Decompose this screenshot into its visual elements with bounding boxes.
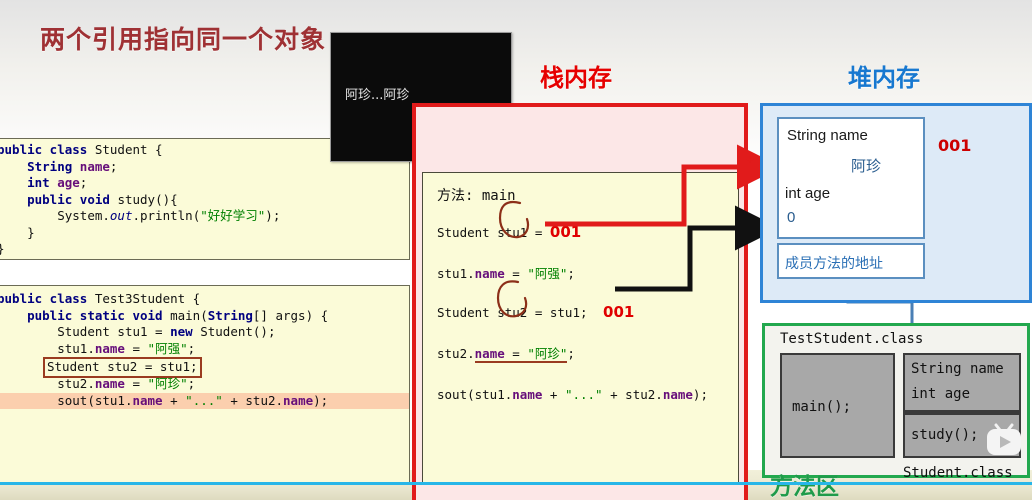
method-area-main-label: main(); xyxy=(792,399,852,415)
plus-marker: + xyxy=(746,152,754,167)
code-line: int age; xyxy=(27,175,88,190)
code-line: } xyxy=(0,241,409,258)
method-area-fields-cell: String name int age xyxy=(903,353,1021,413)
heap-memory-label: 堆内存 xyxy=(848,65,920,92)
method-area-field-name: String name xyxy=(911,361,1004,377)
heap-field-age-label: int age xyxy=(785,185,831,202)
heap-field-name-label: String name xyxy=(787,127,868,144)
stack-assign-stu2-name: stu2.name = "阿珍"; xyxy=(437,346,575,363)
heap-object-id: 001 xyxy=(938,136,972,155)
emphasis-box: Student stu2 = stu1; xyxy=(43,357,202,378)
method-area-study-label: study(); xyxy=(911,427,979,443)
string-literal: 阿强 xyxy=(155,340,181,356)
code-line: } xyxy=(27,224,35,240)
code-line: stu2.name = "阿珍"; xyxy=(57,376,196,391)
stack-frame-title: 方法: main xyxy=(437,188,516,204)
code-line: System.out.println("好好学习"); xyxy=(57,208,281,223)
code-line: public class Student { xyxy=(0,142,163,157)
code-panel-test-class: public class Test3Student { public stati… xyxy=(0,285,410,485)
heap-method-address-label: 成员方法的地址 xyxy=(785,255,883,271)
heap-field-name-value: 阿珍 xyxy=(851,158,882,175)
heap-object-box: String name 阿珍 int age 0 xyxy=(777,117,925,239)
bottom-divider xyxy=(0,482,1032,485)
heap-method-address-box: 成员方法的地址 xyxy=(777,243,925,279)
bilibili-play-icon xyxy=(987,423,1021,455)
console-output: 阿珍...阿珍 xyxy=(345,88,410,103)
method-area-field-age: int age xyxy=(911,386,971,402)
string-literal: 好好学习 xyxy=(207,208,258,223)
code-line: public class Test3Student { xyxy=(0,291,201,306)
stack-var-stu2-address: 001 xyxy=(603,303,635,321)
code-line: String name; xyxy=(27,158,118,174)
stack-assign-stu1-name: stu1.name = "阿强"; xyxy=(437,266,575,281)
string-literal: 阿珍 xyxy=(155,376,181,391)
code-line: stu1.name = "阿强"; xyxy=(57,340,196,356)
stack-println: sout(stu1.name + "..." + stu2.name); xyxy=(437,387,708,402)
code-line-boxed: Student stu2 = stu1; xyxy=(0,357,409,378)
stack-var-stu1-address: 001 xyxy=(549,223,582,241)
page-title: 两个引用指向同一个对象 xyxy=(40,26,327,54)
code-line: Student stu1 = new Student(); xyxy=(57,324,276,339)
method-area-label: 方法区 xyxy=(770,473,839,499)
method-area-footer: Student.class xyxy=(903,465,1013,481)
stack-memory-label: 栈内存 xyxy=(540,65,612,92)
method-area-main-cell: main(); xyxy=(780,353,895,458)
code-line: public static void main(String[] args) { xyxy=(27,307,329,323)
code-line: public void study(){ xyxy=(27,191,178,207)
heap-field-age-value: 0 xyxy=(787,209,796,226)
method-area-class-title: TestStudent.class xyxy=(780,331,924,347)
code-line-highlighted: sout(stu1.name + "..." + stu2.name); xyxy=(0,392,409,409)
